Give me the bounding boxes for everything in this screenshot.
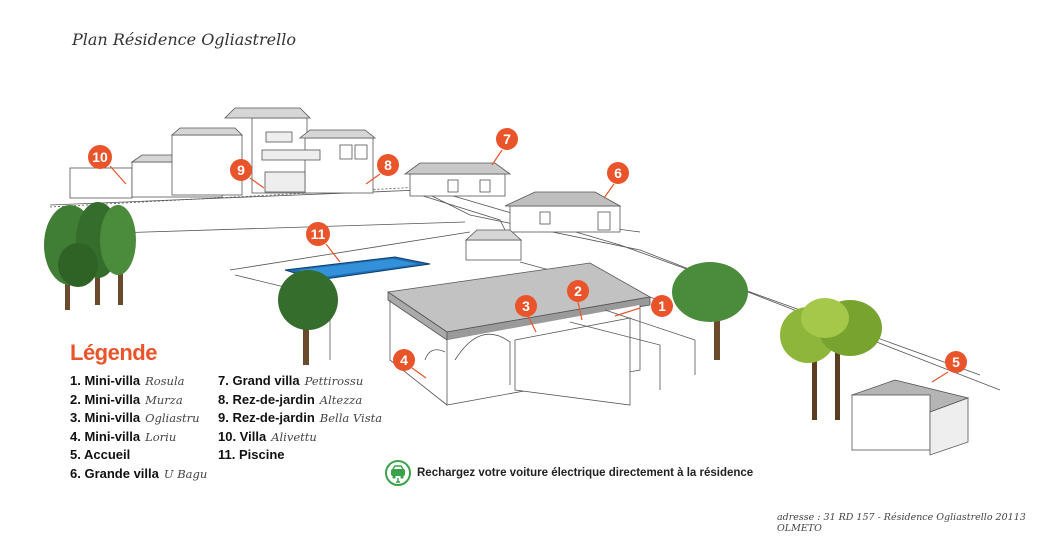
marker-5[interactable]: 5: [931, 351, 967, 383]
svg-text:8: 8: [384, 157, 392, 173]
marker-11[interactable]: 11: [306, 222, 341, 263]
mini-villas-building: [386, 262, 696, 406]
ev-charging-icon: [385, 460, 411, 486]
marker-1[interactable]: 1: [614, 295, 673, 317]
marker-7[interactable]: 7: [491, 128, 518, 166]
svg-text:7: 7: [503, 131, 511, 147]
marker-2[interactable]: 2: [567, 280, 589, 321]
marker-10[interactable]: 10: [88, 145, 127, 185]
svg-text:5: 5: [952, 354, 960, 370]
ev-charging-notice: Rechargez votre voiture électrique direc…: [385, 460, 753, 486]
building-accueil: [850, 379, 970, 456]
legend-item: 11. Piscine: [218, 447, 285, 462]
svg-text:10: 10: [92, 149, 108, 165]
svg-text:6: 6: [614, 165, 622, 181]
svg-text:3: 3: [522, 298, 530, 314]
svg-text:2: 2: [574, 283, 582, 299]
legend-item: 5. Accueil: [70, 447, 131, 462]
svg-text:9: 9: [237, 162, 245, 178]
tree-right-1: [672, 262, 748, 360]
tree-pool: [278, 270, 338, 365]
page-title: Plan Résidence Ogliastrello: [72, 30, 296, 49]
marker-6[interactable]: 6: [603, 162, 629, 199]
svg-text:1: 1: [658, 298, 666, 314]
marker-8[interactable]: 8: [365, 154, 399, 185]
svg-text:4: 4: [400, 352, 408, 368]
legend-title: Légende: [70, 340, 157, 365]
building-shed: [464, 229, 523, 261]
building-u-bagu: [504, 191, 622, 233]
marker-4[interactable]: 4: [393, 349, 427, 379]
svg-text:11: 11: [311, 226, 326, 242]
ev-charging-text: Rechargez votre voiture électrique direc…: [417, 467, 754, 479]
building-main-villa: [170, 107, 377, 196]
trees-left: [44, 202, 136, 310]
footer-address: adresse : 31 RD 157 - Résidence Ogliastr…: [777, 512, 1026, 534]
trees-right-2: [780, 298, 882, 420]
building-pettirossu: [403, 162, 512, 197]
marker-9[interactable]: 9: [230, 159, 265, 189]
marker-3[interactable]: 3: [515, 295, 537, 333]
